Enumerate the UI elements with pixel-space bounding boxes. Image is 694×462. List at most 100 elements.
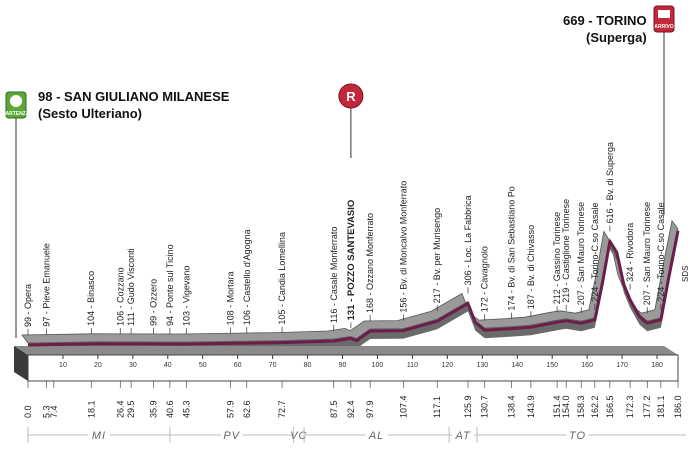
- finish-badge-icon: [658, 10, 670, 18]
- refreshment-icon: [338, 83, 364, 109]
- axis-tick-label: 130: [476, 362, 488, 369]
- base-left-edge: [14, 346, 28, 381]
- place-label: 306 - Loc. La Fabbrica: [463, 195, 473, 285]
- finish-badge-text: ARRIVO: [654, 24, 674, 30]
- profile-layer: 10 20 30 40 50 60 70 80 90 100 110 120 130 140 150 160 1…: [14, 219, 680, 382]
- place-label: 103 - Vigevano: [181, 266, 191, 326]
- km-label: 26.4: [115, 400, 125, 418]
- km-label: 143.9: [526, 395, 536, 418]
- axis-tick-label: 30: [129, 362, 137, 369]
- axis-tick-label: 20: [94, 362, 102, 369]
- place-label: 106 - Cozzano: [115, 267, 125, 326]
- axis-tick-label: 90: [339, 362, 347, 369]
- province-code: PV: [223, 430, 240, 442]
- km-label: 57.9: [225, 400, 235, 418]
- province-bg: [452, 429, 475, 441]
- place-label: 168 - Ozzano Monferrato: [365, 213, 375, 313]
- km-label: 5.3: [42, 405, 52, 418]
- axis-tick-label: 40: [164, 362, 172, 369]
- km-label: 166.5: [605, 395, 615, 418]
- place-label: 99 - Opera: [23, 284, 33, 327]
- km-label: 181.1: [656, 395, 666, 418]
- finish-altitude-label: 669 - TORINO: [563, 13, 647, 28]
- axis-tick-label: 150: [546, 362, 558, 369]
- axis-tick-label: 120: [442, 362, 454, 369]
- axis-tick-label: 100: [372, 362, 384, 369]
- place-label: 104 - Binasco: [86, 271, 96, 326]
- place-label: 212 - Gassino Torinese: [552, 212, 562, 304]
- km-label: 45.3: [181, 400, 191, 418]
- place-label: 616 - Bv. di Superga: [605, 142, 615, 223]
- km-label: 162.2: [590, 395, 600, 418]
- km-label: 87.5: [329, 400, 339, 418]
- start-subtitle: (Sesto Ulteriano): [38, 106, 142, 121]
- km-label: 138.4: [507, 395, 517, 418]
- profile-line: [27, 230, 680, 347]
- place-label: 106 - Castello d'Agogna: [242, 229, 252, 325]
- start-badge-text: PARTENZA: [3, 111, 30, 117]
- km-label: 35.9: [148, 400, 158, 418]
- base-front: [27, 354, 679, 382]
- place-label: 108 - Mortara: [225, 271, 235, 325]
- place-label: 94 - Ponte sul Ticino: [165, 244, 175, 326]
- km-label: 97.9: [365, 400, 375, 418]
- finish-subtitle: (Superga): [586, 30, 647, 45]
- refreshment-letter: R: [346, 89, 356, 104]
- sds-label: SDS: [681, 266, 690, 282]
- km-label: 18.1: [86, 400, 96, 418]
- place-label: 224 - Torino-C.so Casale: [656, 202, 666, 301]
- province-code: MI: [92, 430, 106, 442]
- place-label: 99 - Ozzero: [148, 279, 158, 326]
- km-label: 7.4: [49, 405, 59, 418]
- start-badge-icon: [10, 95, 22, 107]
- axis-tick-label: 60: [234, 362, 242, 369]
- km-label: 62.6: [242, 400, 252, 418]
- base-top: [14, 346, 678, 355]
- place-label: 217 - Bv. per Murisengo: [432, 208, 442, 303]
- km-label: 172.3: [625, 395, 635, 418]
- markers: PARTENZA R ARRIVO: [3, 5, 675, 338]
- axis-tick-label: 170: [616, 362, 628, 369]
- place-label: 111 - Gudo Visconti: [126, 248, 136, 326]
- place-label: 224 - Torino-C.so Casale: [590, 202, 600, 301]
- km-label: 151.4: [552, 395, 562, 418]
- axis-tick-label: 140: [511, 362, 523, 369]
- axis-tick-label: 50: [199, 362, 207, 369]
- place-label: 131 - POZZO SANTEVASIO: [346, 200, 357, 321]
- place-label: 156 - Bv. di Moncalvo Monferrato: [398, 181, 408, 313]
- place-label: 324 - Rivodora: [625, 223, 635, 282]
- km-label: 130.7: [480, 395, 490, 418]
- province-bg: [566, 429, 589, 441]
- km-label: 40.6: [165, 400, 175, 418]
- place-label: 187 - Bv. di Chivasso: [526, 225, 536, 309]
- province-code: TO: [569, 430, 586, 442]
- province-code: VC: [290, 430, 307, 442]
- axis-tick-label: 80: [304, 362, 312, 369]
- axis-tick-label: 10: [59, 362, 67, 369]
- province-bg: [293, 429, 304, 441]
- start-altitude-label: 98 - SAN GIULIANO MILANESE: [38, 89, 230, 104]
- province-code: AT: [454, 430, 471, 442]
- place-label: 172 - Cavagnolo: [480, 246, 490, 312]
- axis-tick-label: 110: [407, 362, 418, 369]
- km-label: 72.7: [277, 400, 287, 418]
- profile-top-face: [21, 219, 679, 344]
- km-label: 107.4: [398, 395, 408, 418]
- km-label: 125.9: [463, 395, 473, 418]
- axis-tick-label: 70: [269, 362, 277, 369]
- place-label: 207 - San Mauro Torinese: [642, 202, 652, 305]
- km-label: 29.5: [126, 400, 136, 418]
- place-label: 116 - Casale Monferrato: [329, 227, 339, 323]
- province-bands: MI PV VC AL AT TO: [27, 427, 686, 443]
- province-code: AL: [368, 430, 384, 442]
- province-bg: [220, 429, 243, 441]
- province-bg: [365, 429, 388, 441]
- km-label: 177.2: [642, 395, 652, 418]
- place-label: 174 - Bv. di San Sebastiano Po: [507, 186, 517, 310]
- place-label: 105 - Candia Lomellina: [277, 232, 287, 325]
- km-label: 117.1: [432, 396, 442, 418]
- km-label: 158.3: [576, 395, 586, 418]
- axis-tick-label: 160: [581, 362, 593, 369]
